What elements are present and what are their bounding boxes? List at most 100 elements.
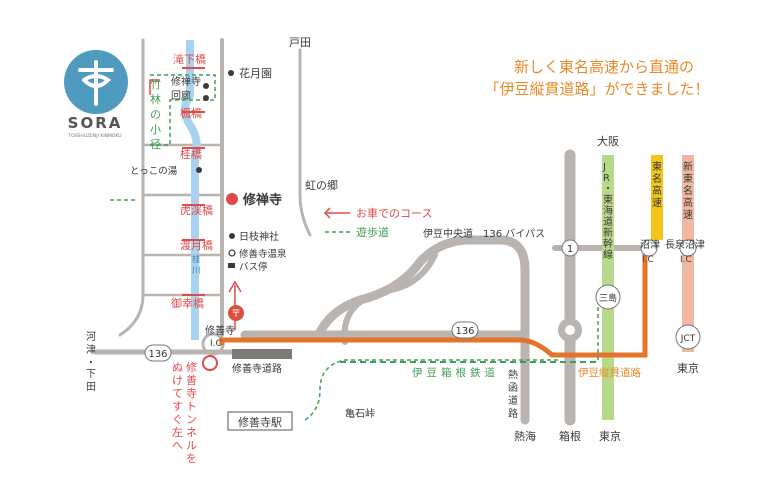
map-label: 速 xyxy=(683,209,693,221)
label-atami-road: 熱 函 道 路 xyxy=(508,368,518,420)
map-label: ン xyxy=(186,413,197,426)
label-ic-1: 修善寺 xyxy=(205,324,235,337)
station-box xyxy=(227,411,293,431)
label-kaede: 楓橋 xyxy=(180,106,202,120)
label-katsuragawa-1: 桂 xyxy=(192,254,201,265)
shuzenji-temple-marker xyxy=(226,193,238,205)
map-label: ・ xyxy=(603,184,613,195)
label-hakone: 箱根 xyxy=(559,429,581,443)
map-label: 幹 xyxy=(603,237,613,250)
jct-label: JCT xyxy=(680,334,696,344)
bus-stop-icon xyxy=(228,263,235,268)
label-hie: 日枝神社 xyxy=(239,230,279,243)
logo-name: SORA xyxy=(68,114,123,132)
map-label: R xyxy=(603,173,610,184)
label-tokko: とっこの湯 xyxy=(130,165,178,177)
label-numazu-ic-2: I.C xyxy=(642,255,654,265)
label-numazu-ic-1: 沼津 xyxy=(640,238,660,251)
label-osaka: 大阪 xyxy=(597,134,619,148)
map-label: 熱 xyxy=(508,368,518,381)
map-label: 河 xyxy=(86,331,96,343)
map-label: 新 xyxy=(683,160,693,173)
label-tokyo-right: 東京 xyxy=(677,361,699,375)
headline-line1: 新しく東名高速から直通の xyxy=(514,58,694,76)
headline-line2: 「伊豆縦貫道路」ができました！ xyxy=(484,80,709,98)
map-label: 東 xyxy=(652,160,662,173)
label-kameishi: 亀石峠 xyxy=(345,407,375,420)
label-chikurin: 竹 林 の 小 径 xyxy=(150,77,161,151)
road-upper-side xyxy=(141,143,224,297)
map-label: J xyxy=(602,162,606,173)
map-label: 左 xyxy=(172,426,183,439)
label-kagetsuen: 花月園 xyxy=(239,67,272,80)
label-kawazu: 河 津 ・ 下 田 xyxy=(86,331,96,393)
label-katsura-bridge: 桂橋 xyxy=(180,147,202,161)
map-label: 高 xyxy=(652,184,662,197)
map-label: 修 xyxy=(186,360,197,374)
map-label: 寺 xyxy=(186,387,197,400)
label-gokou: 御幸橋 xyxy=(171,296,204,310)
label-shin-tomei: 新 東 名 高 速 xyxy=(683,160,693,221)
label-station: 修善寺駅 xyxy=(238,415,282,429)
post-office-icon xyxy=(228,305,244,321)
label-kairo-2: 回廊 xyxy=(171,89,191,102)
map-label: ル xyxy=(186,439,197,452)
map-label: 線 xyxy=(603,248,613,261)
road-kameishi xyxy=(341,252,438,345)
map-label: す xyxy=(172,400,183,413)
label-izu-hakone: 伊豆箱根鉄道 xyxy=(412,366,499,379)
map-label: 下 xyxy=(86,369,96,380)
label-tunnel: 修 善 寺 ト ン ネ ル を ぬ け て す ぐ 左 へ xyxy=(172,360,197,465)
sora-logo: SORA TOSSHUZENJI KINMOKU xyxy=(64,50,128,139)
road-izu-chuo xyxy=(313,235,530,425)
map-label: 路 xyxy=(508,407,518,420)
shuzenji-road-bar xyxy=(232,349,292,359)
map-label: 名 xyxy=(652,172,662,185)
route-1: 1 xyxy=(567,244,573,255)
map-label: 善 xyxy=(186,373,197,387)
map-label: を xyxy=(186,452,197,465)
label-nagaizumi-ic-1: 長泉沼津 xyxy=(665,238,705,251)
label-shinkansen: J R ・ 東 海 道 新 幹 線 xyxy=(602,162,613,261)
mishima-label: 三島 xyxy=(599,292,617,304)
map-label: 新 xyxy=(603,226,613,239)
label-torakei: 虎渓橋 xyxy=(180,203,213,217)
label-izu-chuo: 伊豆中央道 xyxy=(423,227,473,240)
post-office-symbol: 〒 xyxy=(231,309,241,320)
map-label: 径 xyxy=(150,138,161,151)
label-togetsu: 渡月橋 xyxy=(180,238,213,252)
map-label: 林 xyxy=(150,92,161,106)
poi-dots xyxy=(196,70,235,239)
road-toda xyxy=(298,48,312,237)
label-shuzenji: 修禅寺 xyxy=(242,192,282,208)
label-onsen: 修善寺温泉 xyxy=(239,248,287,260)
label-judan: 伊豆縦貫道路 xyxy=(578,366,641,379)
map-label: 名 xyxy=(683,184,693,197)
walking-paths xyxy=(110,74,599,421)
map-label: 高 xyxy=(683,196,693,209)
legend-car: お車でのコース xyxy=(356,206,432,220)
label-nagaizumi-ic-2: I.C xyxy=(680,255,692,265)
label-bypass: 136 バイパス xyxy=(483,228,545,240)
map-label: ト xyxy=(186,400,197,413)
map-label: の xyxy=(150,108,161,121)
map-label: 竹 xyxy=(150,77,161,91)
map-label: ぐ xyxy=(172,413,183,426)
map-label: 速 xyxy=(652,197,662,209)
map-label: へ xyxy=(172,439,183,452)
map-label: 道 xyxy=(508,394,518,407)
label-tomei: 東 名 高 速 xyxy=(652,160,662,209)
map-label: ネ xyxy=(186,426,197,439)
label-atami: 熱海 xyxy=(514,429,536,443)
logo-subtitle: TOSSHUZENJI KINMOKU xyxy=(67,133,121,139)
label-toda: 戸田 xyxy=(289,36,311,49)
map-label: け xyxy=(172,374,183,387)
bridge-marks xyxy=(182,67,205,296)
label-kairo-1: 修禅寺 xyxy=(171,75,201,88)
map-label: 東 xyxy=(683,172,693,185)
label-tokyo-shinkansen: 東京 xyxy=(599,429,621,443)
map-label: 東 xyxy=(603,193,613,206)
map-label: 函 xyxy=(508,382,518,394)
map-label: ・ xyxy=(86,358,96,369)
